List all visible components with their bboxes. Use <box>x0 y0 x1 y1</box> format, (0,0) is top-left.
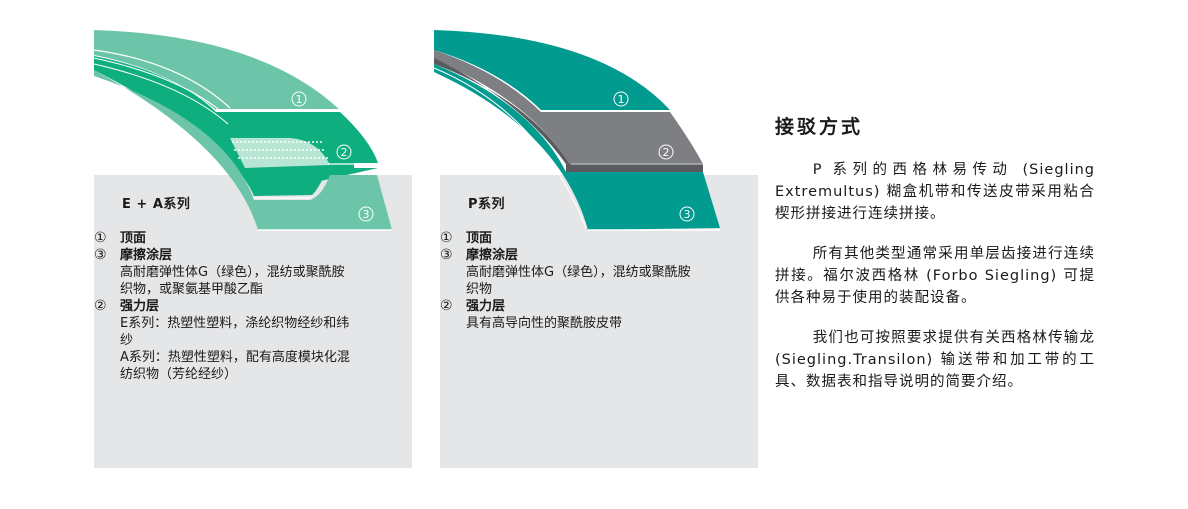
layer-name: 摩擦涂层 <box>120 248 173 263</box>
splicing-paragraph-3: 我们也可按照要求提供有关西格林传输龙 (Siegling.Transilon) … <box>775 330 1095 390</box>
svg-text:2: 2 <box>341 146 348 159</box>
p-label-1: 1 <box>613 91 629 107</box>
p-legend-item-friction-coating: ③ 摩擦涂层 <box>440 247 740 264</box>
layer-desc-line: E系列：热塑性塑料，涤纶织物经纱和纬 <box>120 316 350 331</box>
circled-number: ③ <box>94 247 107 263</box>
layer-name: 强力层 <box>466 299 506 314</box>
circled-number: ① <box>440 230 453 246</box>
p-legend-item-tension-member: ② 强力层 <box>440 298 740 315</box>
layer-desc-line: 具有高导向性的聚酰胺皮带 <box>466 316 623 331</box>
ea-label-1: 1 <box>291 91 307 107</box>
circled-number: ② <box>440 298 453 314</box>
ea-legend: ① 顶面 ③ 摩擦涂层 高耐磨弹性体G（绿色），混纺或聚酰胺 织物，或聚氨基甲酸… <box>94 230 394 383</box>
svg-text:2: 2 <box>663 146 670 159</box>
p-legend: ① 顶面 ③ 摩擦涂层 高耐磨弹性体G（绿色），混纺或聚酰胺 织物 ② 强力层 … <box>440 230 740 332</box>
splicing-paragraph-1: P 系列的西格林易传动 (Siegling Extremultus) 糊盒机带和… <box>775 162 1095 222</box>
p-series-title: P系列 <box>468 197 506 212</box>
svg-text:1: 1 <box>618 93 625 106</box>
splicing-heading: 接驳方式 <box>775 116 864 138</box>
layer-desc-line: 纺织物（芳纶经纱） <box>120 367 238 382</box>
circled-number: ① <box>94 230 107 246</box>
layer-name: 摩擦涂层 <box>466 248 519 263</box>
layer-desc-line: 高耐磨弹性体G（绿色），混纺或聚酰胺 <box>466 265 691 280</box>
svg-text:1: 1 <box>296 93 303 106</box>
ea-legend-item-friction-coating: ③ 摩擦涂层 <box>94 247 394 264</box>
ea-series-title: E + A系列 <box>122 197 191 212</box>
layer-name: 顶面 <box>120 231 147 246</box>
ea-label-2: 2 <box>336 144 352 160</box>
circled-number: ② <box>94 298 107 314</box>
circled-number: ③ <box>440 247 453 263</box>
splicing-section: 接驳方式 P 系列的西格林易传动 (Siegling Extremultus) … <box>775 112 1095 411</box>
layer-desc-line: 织物，或聚氨基甲酸乙酯 <box>120 282 264 297</box>
layer-desc-line: 纱 <box>120 333 134 348</box>
p-legend-item-top-surface: ① 顶面 <box>440 230 740 247</box>
layer-name: 顶面 <box>466 231 493 246</box>
ea-legend-item-top-surface: ① 顶面 <box>94 230 394 247</box>
splicing-paragraph-2: 所有其他类型通常采用单层齿接进行连续拼接。福尔波西格林 (Forbo Siegl… <box>775 246 1095 306</box>
layer-name: 强力层 <box>120 299 160 314</box>
layer-desc-line: 织物 <box>466 282 493 297</box>
p-label-2: 2 <box>658 144 674 160</box>
ea-legend-item-tension-member: ② 强力层 <box>94 298 394 315</box>
layer-desc-line: 高耐磨弹性体G（绿色），混纺或聚酰胺 <box>120 265 345 280</box>
layer-desc-line: A系列：热塑性塑料，配有高度模块化混 <box>120 350 350 365</box>
